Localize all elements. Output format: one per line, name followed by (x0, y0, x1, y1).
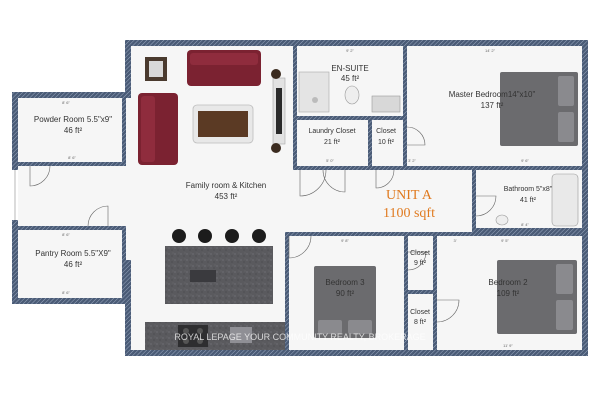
powder-room-name: Powder Room 5.5"x9" (34, 115, 112, 124)
sofa-left (138, 93, 178, 165)
bathroom-area: 41 ft² (520, 197, 537, 204)
master-bedroom-area: 137 ft² (481, 101, 504, 110)
side-table (145, 57, 167, 81)
closet-low-name: Closet (410, 309, 430, 316)
unit-title: UNIT A 1100 sqft (383, 188, 435, 221)
laundry-closet-area: 21 ft² (324, 139, 341, 146)
room-labels: Powder Room 5.5"x9" 46 ft² Pantry Room 5… (34, 64, 553, 326)
interior-walls (18, 46, 582, 350)
ensuite-area: 45 ft² (341, 74, 360, 83)
dim-laundry-bottom: 5' 0" (326, 158, 334, 163)
master-bedroom-name: Master Bedroom14"x10" (449, 90, 536, 99)
ensuite-name: EN-SUITE (331, 64, 368, 73)
dim-pantry-bottom: 8' 6" (62, 290, 70, 295)
doors (29, 126, 497, 323)
closet-low-area: 8 ft² (414, 319, 427, 326)
tv-console (271, 69, 286, 153)
kitchen-counter (145, 322, 285, 350)
dim-pantry-top: 8' 6" (62, 232, 70, 237)
family-kitchen-area: 453 ft² (215, 192, 238, 201)
dim-bed3-top: 9' 8" (341, 238, 349, 243)
pantry-room-name: Pantry Room 5.5"X9" (35, 249, 111, 258)
closet-mid-area: 9 ft² (414, 260, 427, 267)
dim-bed2-top: 9' 5" (501, 238, 509, 243)
laundry-closet-name: Laundry Closet (308, 128, 355, 135)
dim-powder-top: 8' 6" (62, 100, 70, 105)
ensuite-fixtures (298, 71, 401, 113)
bar-stools (172, 229, 266, 243)
dim-master-bottom: 9' 6" (521, 158, 529, 163)
dim-ensuite-top: 9' 2" (346, 48, 354, 53)
sofa-top (187, 50, 261, 86)
bedroom2-area: 109 ft² (497, 289, 520, 298)
bedroom2-name: Bedroom 2 (488, 278, 528, 287)
family-kitchen-name: Family room & Kitchen (186, 181, 266, 190)
entry-door (12, 170, 18, 220)
closet-top-area: 10 ft² (378, 139, 395, 146)
dimension-labels: 8' 6" 8' 6" 8' 6" 8' 6" 14' 2" 9' 2" 5' … (62, 48, 529, 348)
unit-area: 1100 sqft (383, 206, 435, 221)
dim-bath-bottom: 8' 4" (521, 222, 529, 227)
dim-bed2-bottom: 11' 9" (503, 343, 513, 348)
pantry-room-area: 46 ft² (64, 260, 83, 269)
bedroom3-bed (314, 266, 376, 338)
bedroom3-name: Bedroom 3 (325, 278, 365, 287)
bathroom-name: Bathroom 5"x8" (504, 186, 553, 193)
dim-closet-top-right: 3' (454, 238, 457, 243)
unit-name: UNIT A (386, 188, 433, 203)
closet-top-name: Closet (376, 128, 396, 135)
master-bed (500, 72, 578, 146)
kitchen-island (165, 246, 273, 304)
brokerage-watermark: ROYAL LEPAGE YOUR COMMUNITY REALTY, BROK… (174, 332, 425, 342)
dim-closet-top-bottom: 3' 2" (408, 158, 416, 163)
bathroom-fixtures (495, 173, 579, 227)
closet-mid-name: Closet (410, 250, 430, 257)
dim-master-top: 14' 2" (485, 48, 496, 53)
powder-room-area: 46 ft² (64, 126, 83, 135)
coffee-table (192, 104, 254, 144)
bedroom3-area: 90 ft² (336, 289, 355, 298)
dim-powder-door: 8' 6" (68, 155, 76, 160)
bedroom2-bed (497, 260, 577, 334)
